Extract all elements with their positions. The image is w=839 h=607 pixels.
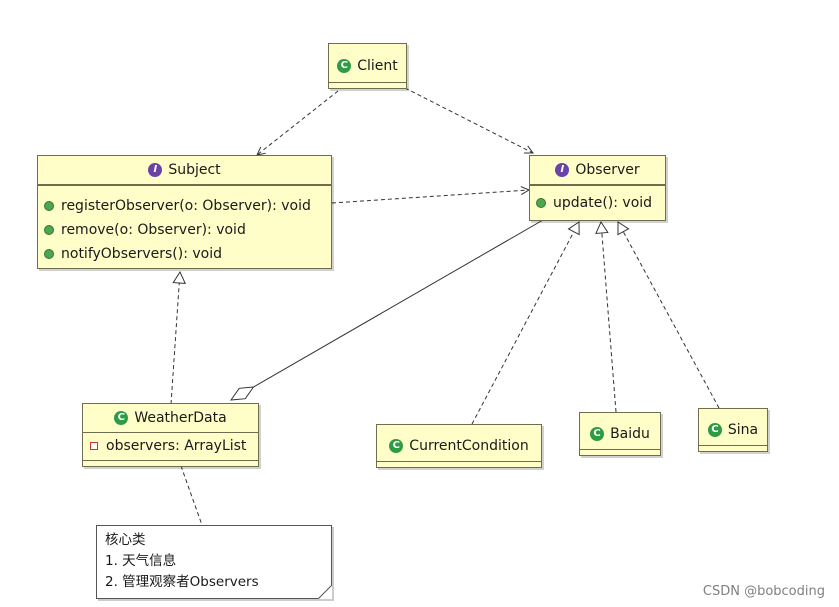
- class-currentcondition[interactable]: C CurrentCondition: [376, 424, 542, 468]
- class-compartment-divider: [377, 461, 541, 467]
- class-icon: C: [707, 423, 722, 437]
- field-signature: observers: ArrayList: [106, 438, 247, 454]
- aggregation-weatherdata-observer: [231, 219, 544, 400]
- interface-name: Observer: [575, 162, 640, 178]
- method-row: registerObserver(o: Observer): void: [44, 194, 325, 218]
- class-weatherdata[interactable]: C WeatherData observers: ArrayList: [82, 403, 259, 467]
- compartment-divider: [530, 185, 665, 191]
- class-baidu[interactable]: C Baidu: [579, 412, 661, 456]
- method-signature: update(): void: [553, 195, 653, 211]
- note-fold-corner: [318, 585, 332, 599]
- class-compartment-divider: [83, 460, 258, 466]
- note-line: 核心类: [105, 532, 146, 548]
- note-line: 2. 管理观察者Observers: [105, 574, 259, 590]
- dependency-client-subject: [257, 90, 339, 155]
- class-name: Sina: [727, 422, 759, 438]
- class-compartment-divider: [329, 82, 406, 88]
- method-row: notifyObservers(): void: [44, 242, 325, 266]
- public-method-icon: [536, 198, 546, 208]
- class-icon: C: [590, 427, 605, 441]
- class-client[interactable]: C Client: [328, 43, 407, 89]
- interface-subject[interactable]: I Subject registerObserver(o: Observer):…: [37, 155, 332, 269]
- compartment-divider: [38, 185, 331, 191]
- class-name: WeatherData: [134, 410, 227, 426]
- method-row: update(): void: [536, 191, 659, 215]
- class-icon: C: [389, 439, 404, 453]
- dependency-subject-observer: [331, 190, 529, 204]
- realization-weatherdata-subject: [170, 270, 187, 405]
- class-name: Client: [357, 58, 398, 74]
- method-signature: notifyObservers(): void: [61, 246, 223, 262]
- public-method-icon: [44, 225, 54, 235]
- method-signature: registerObserver(o: Observer): void: [61, 198, 311, 214]
- class-sina[interactable]: C Sina: [698, 408, 768, 452]
- method-row: remove(o: Observer): void: [44, 218, 325, 242]
- interface-icon: I: [555, 163, 570, 177]
- class-compartment-divider: [580, 449, 660, 455]
- realization-sina-observer: [617, 221, 720, 409]
- dependency-client-observer: [404, 87, 533, 153]
- class-name: CurrentCondition: [409, 438, 529, 454]
- interface-icon: I: [148, 163, 163, 177]
- class-icon: C: [337, 59, 352, 73]
- class-icon: C: [114, 411, 129, 425]
- note-weatherdata[interactable]: 核心类 1. 天气信息 2. 管理观察者Observers: [96, 525, 332, 599]
- class-compartment-divider: [699, 445, 767, 451]
- realization-currentcondition-observer: [471, 221, 580, 425]
- public-method-icon: [44, 249, 54, 259]
- note-line: 1. 天气信息: [105, 553, 177, 569]
- method-signature: remove(o: Observer): void: [61, 222, 246, 238]
- public-method-icon: [44, 201, 54, 211]
- interface-name: Subject: [168, 162, 221, 178]
- note-anchor: [180, 465, 203, 526]
- field-row: observers: ArrayList: [89, 434, 252, 458]
- class-name: Baidu: [610, 426, 650, 442]
- realization-baidu-observer: [595, 220, 617, 413]
- interface-observer[interactable]: I Observer update(): void: [529, 155, 666, 221]
- watermark: CSDN @bobcoding: [702, 584, 825, 599]
- private-field-icon: [90, 442, 98, 450]
